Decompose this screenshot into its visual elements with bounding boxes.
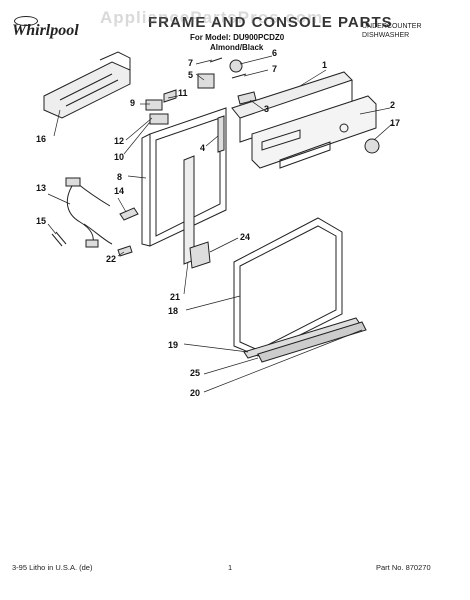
callout-1: 1	[322, 60, 328, 70]
product-type-line-1: UNDERCOUNTER	[362, 23, 422, 30]
part-5-7-top-parts	[197, 57, 247, 89]
part-9-12-latch	[145, 89, 177, 125]
callout-19: 19	[168, 340, 179, 350]
callout-20: 20	[190, 388, 201, 398]
callout-11: 11	[178, 88, 188, 98]
footer-print-info: 3-95 Litho in U.S.A. (de)	[12, 563, 93, 572]
brand-logo: Whirlpool	[12, 22, 79, 39]
callout-24: 24	[240, 232, 251, 242]
part-4-latch-bar	[217, 115, 225, 153]
callout-14: 14	[114, 186, 125, 196]
part-8-door-frame	[141, 107, 227, 247]
callout-25: 25	[190, 368, 201, 378]
part-16-bracket	[43, 51, 131, 119]
part-17-knob	[364, 138, 380, 154]
product-type-line-2: DISHWASHER	[362, 32, 410, 39]
product-type: UNDERCOUNTER DISHWASHER	[362, 22, 422, 40]
callout-15: 15	[36, 216, 47, 226]
part-2-control-panel	[251, 95, 377, 169]
model-line: For Model: DU900PCDZ0	[190, 33, 285, 42]
callout-13: 13	[36, 183, 47, 193]
callout-2: 2	[390, 100, 396, 110]
callout-4: 4	[200, 143, 206, 153]
part-18-door-panel	[233, 217, 343, 357]
callout-17: 17	[390, 118, 401, 128]
part-13-wire-harness	[65, 177, 113, 248]
brand-logo-swoosh	[14, 16, 38, 26]
callout-21: 21	[170, 292, 181, 302]
part-24-clip	[189, 241, 211, 269]
callout-12: 12	[114, 136, 125, 146]
part-25-trim	[257, 321, 367, 363]
callout-5: 5	[188, 70, 194, 80]
color-line: Almond/Black	[210, 43, 264, 52]
callout-7b: 7	[272, 64, 278, 74]
leader-lines	[47, 55, 393, 393]
callout-10: 10	[114, 152, 125, 162]
footer-part-number: Part No. 870270	[376, 563, 431, 572]
callout-22: 22	[106, 254, 117, 264]
callout-3: 3	[264, 104, 270, 114]
part-15-screw	[51, 231, 67, 247]
callout-16: 16	[36, 134, 47, 144]
callout-8: 8	[117, 172, 123, 182]
footer-page-number: 1	[228, 563, 233, 572]
callout-18: 18	[168, 306, 179, 316]
callout-9: 9	[130, 98, 136, 108]
part-14-clip	[119, 207, 139, 221]
callout-6: 6	[272, 48, 278, 58]
page-title: FRAME AND CONSOLE PARTS	[148, 14, 393, 31]
callout-7a: 7	[188, 58, 194, 68]
